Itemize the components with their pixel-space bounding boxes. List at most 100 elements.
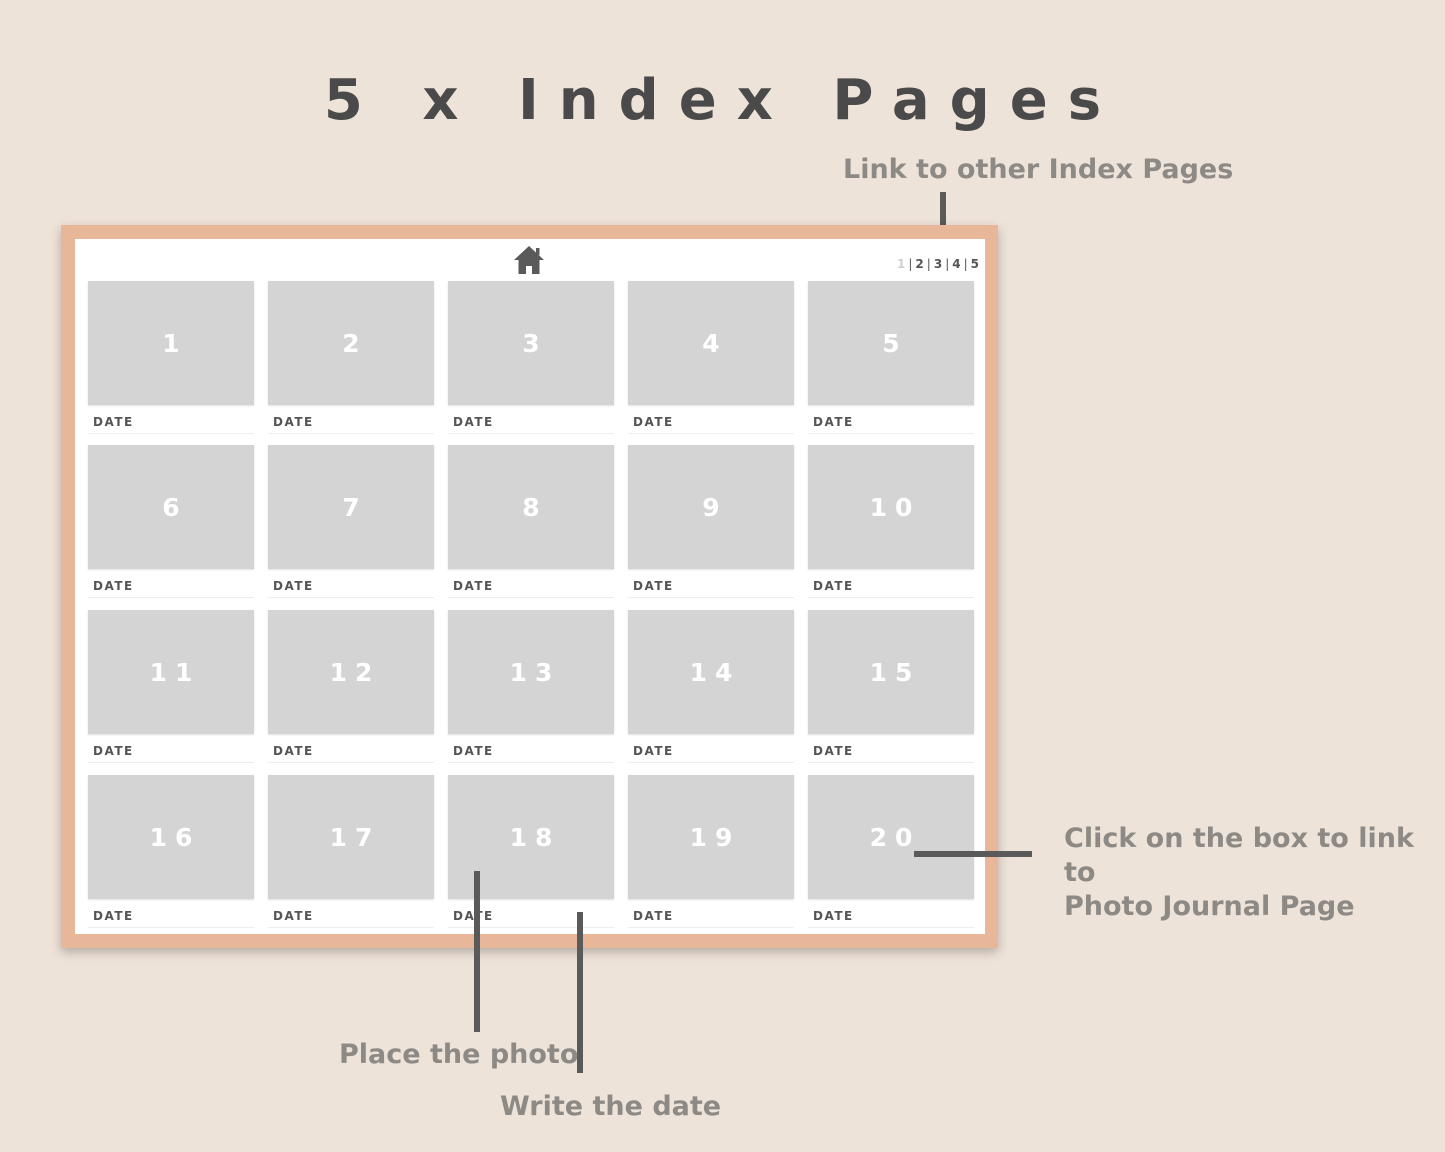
photo-cell: 14 DATE: [628, 610, 794, 765]
date-label: DATE: [453, 909, 494, 923]
photo-box[interactable]: 19: [628, 775, 794, 899]
date-field[interactable]: DATE: [628, 742, 794, 763]
date-label: DATE: [813, 415, 854, 429]
photo-number: 8: [522, 492, 548, 522]
photo-box[interactable]: 8: [448, 445, 614, 569]
annotation-pointer-line: [577, 912, 583, 1073]
photo-cell: 4 DATE: [628, 281, 794, 436]
date-field[interactable]: DATE: [808, 742, 974, 763]
photo-number: 3: [522, 328, 548, 358]
photo-number: 9: [702, 492, 728, 522]
date-field[interactable]: DATE: [88, 413, 254, 434]
date-field[interactable]: DATE: [448, 742, 614, 763]
photo-number: 1: [162, 328, 188, 358]
annotation-write-date: Write the date: [500, 1091, 722, 1122]
photo-number: 6: [162, 492, 188, 522]
annotation-click-box-line1: Click on the box to link to: [1064, 823, 1414, 888]
photo-number: 19: [689, 822, 741, 852]
date-label: DATE: [93, 744, 134, 758]
photo-number: 7: [342, 492, 368, 522]
photo-box[interactable]: 4: [628, 281, 794, 405]
date-field[interactable]: DATE: [268, 413, 434, 434]
date-field[interactable]: DATE: [88, 907, 254, 928]
photo-number: 15: [869, 657, 921, 687]
photo-box[interactable]: 2: [268, 281, 434, 405]
photo-number: 16: [149, 822, 201, 852]
annotation-pointer-line: [940, 192, 946, 254]
photo-box[interactable]: 1: [88, 281, 254, 405]
date-label: DATE: [273, 744, 314, 758]
photo-cell: 2 DATE: [268, 281, 434, 436]
date-label: DATE: [273, 579, 314, 593]
pager-separator: |: [945, 257, 951, 271]
photo-number: 18: [509, 822, 561, 852]
photo-box[interactable]: 18: [448, 775, 614, 899]
photo-number: 13: [509, 657, 561, 687]
date-label: DATE: [273, 909, 314, 923]
date-field[interactable]: DATE: [268, 577, 434, 598]
date-field[interactable]: DATE: [268, 907, 434, 928]
date-label: DATE: [273, 415, 314, 429]
photo-number: 20: [869, 822, 921, 852]
photo-box[interactable]: 16: [88, 775, 254, 899]
annotation-pointer-line: [474, 871, 480, 1032]
photo-cell: 3 DATE: [448, 281, 614, 436]
date-label: DATE: [633, 415, 674, 429]
photo-box[interactable]: 13: [448, 610, 614, 734]
photo-cell: 1 DATE: [88, 281, 254, 436]
date-field[interactable]: DATE: [268, 742, 434, 763]
date-label: DATE: [633, 909, 674, 923]
date-label: DATE: [813, 909, 854, 923]
photo-box[interactable]: 20: [808, 775, 974, 899]
photo-box[interactable]: 9: [628, 445, 794, 569]
photo-number: 5: [882, 328, 908, 358]
page-link-5[interactable]: 5: [970, 257, 980, 271]
photo-cell: 18 DATE: [448, 775, 614, 930]
date-field[interactable]: DATE: [448, 907, 614, 928]
page-link-2[interactable]: 2: [915, 257, 925, 271]
photo-cell: 5 DATE: [808, 281, 974, 436]
photo-box[interactable]: 6: [88, 445, 254, 569]
home-icon[interactable]: [512, 244, 546, 276]
photo-cell: 11 DATE: [88, 610, 254, 765]
date-label: DATE: [453, 744, 494, 758]
date-field[interactable]: DATE: [808, 577, 974, 598]
photo-cell: 12 DATE: [268, 610, 434, 765]
page-title: 5 x Index Pages: [323, 68, 1122, 133]
photo-box[interactable]: 12: [268, 610, 434, 734]
photo-cell: 6 DATE: [88, 445, 254, 600]
date-field[interactable]: DATE: [448, 577, 614, 598]
photo-box[interactable]: 3: [448, 281, 614, 405]
photo-number: 14: [689, 657, 741, 687]
date-field[interactable]: DATE: [628, 577, 794, 598]
date-field[interactable]: DATE: [448, 413, 614, 434]
index-page-links: 1|2|3|4|5: [865, 257, 980, 271]
photo-box[interactable]: 11: [88, 610, 254, 734]
photo-cell: 9 DATE: [628, 445, 794, 600]
date-label: DATE: [633, 579, 674, 593]
photo-cell: 15 DATE: [808, 610, 974, 765]
date-label: DATE: [633, 744, 674, 758]
annotation-link-other-pages: Link to other Index Pages: [843, 154, 1234, 185]
photo-box[interactable]: 10: [808, 445, 974, 569]
date-field[interactable]: DATE: [808, 413, 974, 434]
photo-box[interactable]: 5: [808, 281, 974, 405]
photo-cell: 10 DATE: [808, 445, 974, 600]
photo-cell: 19 DATE: [628, 775, 794, 930]
date-field[interactable]: DATE: [88, 577, 254, 598]
date-label: DATE: [453, 579, 494, 593]
page-link-4[interactable]: 4: [952, 257, 962, 271]
date-field[interactable]: DATE: [628, 413, 794, 434]
date-field[interactable]: DATE: [808, 907, 974, 928]
page-link-3[interactable]: 3: [933, 257, 944, 271]
date-field[interactable]: DATE: [628, 907, 794, 928]
photo-cell: 20 DATE: [808, 775, 974, 930]
photo-box[interactable]: 14: [628, 610, 794, 734]
annotation-place-photo: Place the photo: [339, 1039, 579, 1070]
photo-box[interactable]: 15: [808, 610, 974, 734]
date-field[interactable]: DATE: [88, 742, 254, 763]
photo-number: 11: [149, 657, 201, 687]
photo-box[interactable]: 7: [268, 445, 434, 569]
photo-box[interactable]: 17: [268, 775, 434, 899]
page-link-1[interactable]: 1: [897, 257, 907, 271]
